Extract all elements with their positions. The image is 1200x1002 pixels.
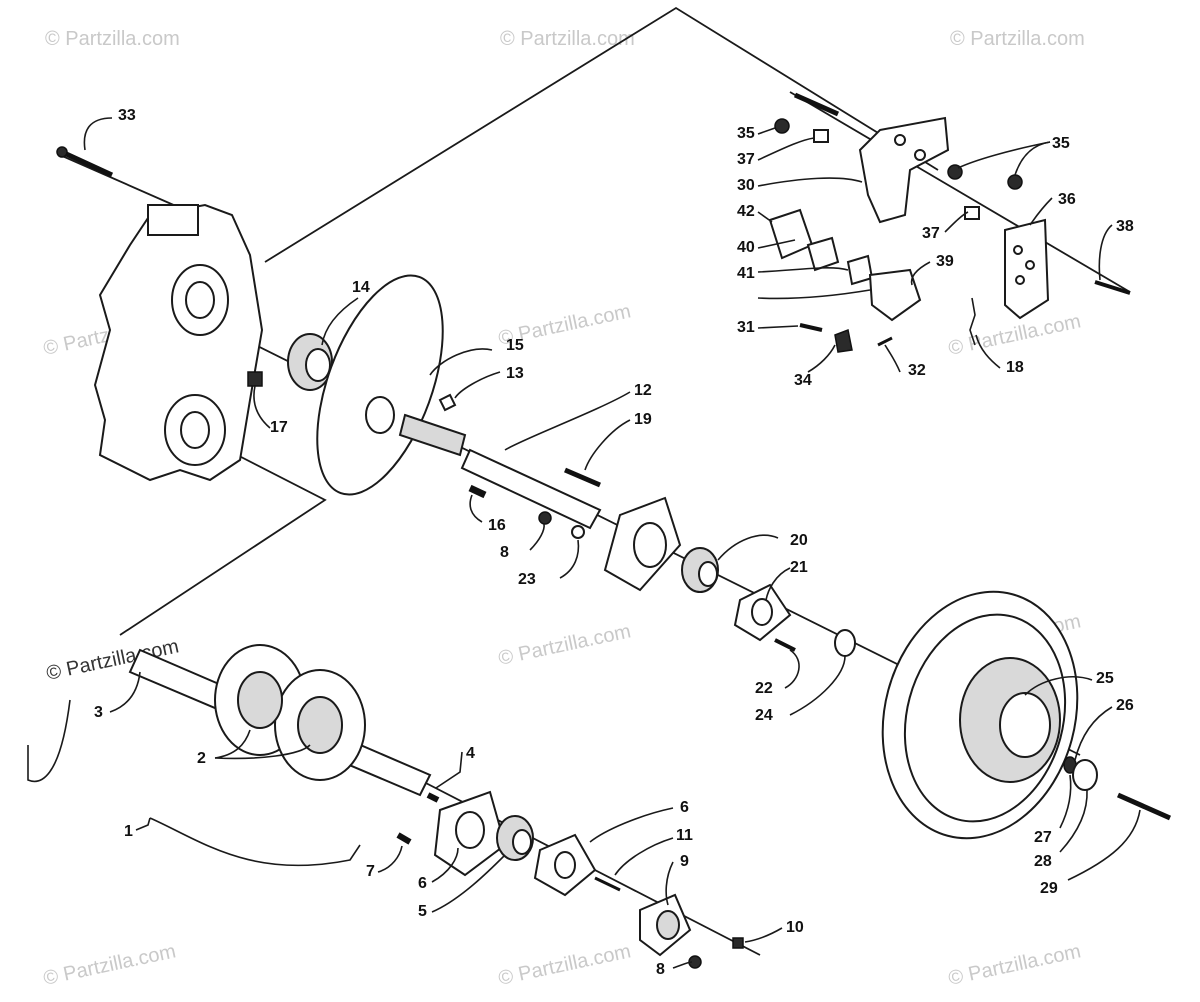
spacer-37 bbox=[813, 129, 829, 143]
callout-16: 16 bbox=[488, 517, 506, 534]
sprocket-hub-14 bbox=[287, 333, 333, 391]
watermark: © Partzilla.com bbox=[950, 28, 1085, 50]
watermark: © Partzilla.com bbox=[41, 940, 177, 990]
callout-35-right: 35 bbox=[1052, 135, 1070, 152]
bearing-cap-9 bbox=[639, 893, 692, 957]
callout-35: 35 bbox=[737, 125, 755, 142]
callout-7: 7 bbox=[366, 863, 375, 880]
assembly-frame-lines bbox=[119, 6, 939, 636]
bearing-flange-plate bbox=[603, 496, 682, 592]
callout-5: 5 bbox=[418, 903, 427, 920]
key-13 bbox=[438, 393, 457, 412]
callout-18: 18 bbox=[1006, 359, 1024, 376]
watermark: © Partzilla.com bbox=[496, 940, 632, 990]
washer-23 bbox=[571, 525, 585, 539]
callout-3: 3 bbox=[94, 704, 103, 721]
callout-34: 34 bbox=[794, 372, 812, 389]
caliper-39 bbox=[868, 268, 922, 322]
bolt-top bbox=[793, 92, 840, 117]
callout-31: 31 bbox=[737, 319, 755, 336]
callout-labels: 33 14 15 13 12 19 17 16 8 23 20 21 22 24… bbox=[94, 107, 1134, 978]
callout-9: 9 bbox=[680, 853, 689, 870]
spring-18 bbox=[969, 297, 976, 346]
bolt-38 bbox=[1094, 280, 1131, 295]
callout-37: 37 bbox=[737, 151, 755, 168]
drive-shaft-assembly-1 bbox=[128, 644, 432, 797]
callout-2: 2 bbox=[197, 750, 206, 767]
leader-lines bbox=[27, 117, 1141, 969]
watermark: © Partzilla.com bbox=[946, 310, 1082, 360]
callout-33: 33 bbox=[118, 107, 136, 124]
bolt-33 bbox=[56, 146, 114, 178]
bolt-16 bbox=[468, 484, 487, 499]
clip-34 bbox=[834, 328, 853, 353]
callout-19: 19 bbox=[634, 411, 652, 428]
callout-41: 41 bbox=[737, 265, 755, 282]
callout-39: 39 bbox=[936, 253, 954, 270]
nut-17 bbox=[247, 371, 263, 387]
callout-21: 21 bbox=[790, 559, 808, 576]
callout-14: 14 bbox=[352, 279, 370, 296]
nut-35 bbox=[774, 118, 790, 134]
callout-12: 12 bbox=[634, 382, 652, 399]
bolt-22 bbox=[774, 638, 796, 652]
callout-24: 24 bbox=[755, 707, 773, 724]
callout-20: 20 bbox=[790, 532, 808, 549]
pin-32 bbox=[877, 336, 893, 347]
callout-29: 29 bbox=[1040, 880, 1058, 897]
callout-30: 30 bbox=[737, 177, 755, 194]
pin-19 bbox=[564, 467, 601, 488]
callout-42: 42 bbox=[737, 203, 755, 220]
callout-1: 1 bbox=[124, 823, 133, 840]
nut-35 bbox=[1007, 174, 1023, 190]
chaincase-housing bbox=[93, 203, 264, 482]
callout-37-right: 37 bbox=[922, 225, 940, 242]
watermark: © Partzilla.com bbox=[496, 620, 632, 670]
callout-11: 11 bbox=[676, 827, 693, 844]
watermark: © Partzilla.com bbox=[500, 28, 635, 50]
shaft-12 bbox=[398, 413, 602, 530]
callout-36: 36 bbox=[1058, 191, 1076, 208]
callout-4: 4 bbox=[466, 745, 475, 762]
bearing-5 bbox=[496, 815, 534, 861]
callout-17: 17 bbox=[270, 419, 288, 436]
callout-15: 15 bbox=[506, 337, 524, 354]
callout-8: 8 bbox=[500, 544, 509, 561]
fitting-10 bbox=[732, 937, 744, 949]
bracket-36 bbox=[1004, 218, 1050, 320]
callout-27: 27 bbox=[1034, 829, 1052, 846]
callout-22: 22 bbox=[755, 680, 773, 697]
flange-6 bbox=[433, 790, 507, 877]
pin-31 bbox=[799, 323, 823, 332]
flange-21 bbox=[733, 583, 792, 642]
bolt-7 bbox=[396, 832, 412, 845]
callout-38: 38 bbox=[1116, 218, 1134, 235]
bearing-20 bbox=[681, 547, 719, 593]
nut-8 bbox=[538, 511, 552, 525]
callout-32: 32 bbox=[908, 362, 926, 379]
pin-11 bbox=[594, 876, 621, 892]
brake-bracket-30 bbox=[858, 116, 950, 224]
callout-8-lower: 8 bbox=[656, 961, 665, 978]
callout-26: 26 bbox=[1116, 697, 1134, 714]
callout-13: 13 bbox=[506, 365, 524, 382]
brake-pads-40-42 bbox=[768, 208, 874, 286]
callout-40: 40 bbox=[737, 239, 755, 256]
callout-23: 23 bbox=[518, 571, 536, 588]
callout-10: 10 bbox=[786, 919, 804, 936]
callout-25: 25 bbox=[1096, 670, 1114, 687]
bolt-29 bbox=[1116, 792, 1172, 821]
watermark: © Partzilla.com bbox=[45, 28, 180, 50]
callout-6: 6 bbox=[418, 875, 427, 892]
callout-6-outer: 6 bbox=[680, 799, 689, 816]
driven-clutch-25 bbox=[881, 590, 1079, 840]
watermark: © Partzilla.com bbox=[946, 940, 1082, 990]
callout-28: 28 bbox=[1034, 853, 1052, 870]
pin-4 bbox=[426, 792, 440, 803]
flange-6-outer bbox=[533, 833, 597, 897]
washer-24 bbox=[834, 629, 856, 657]
washer-28 bbox=[1072, 759, 1098, 791]
